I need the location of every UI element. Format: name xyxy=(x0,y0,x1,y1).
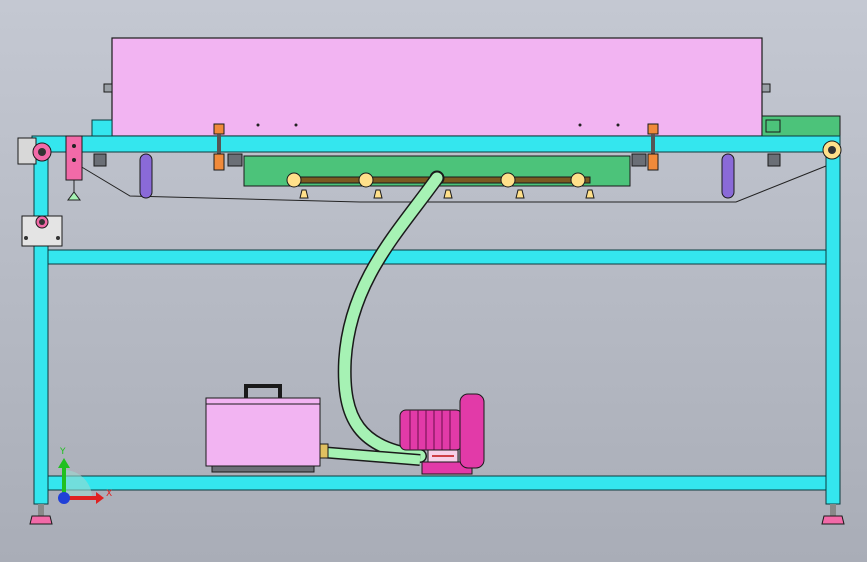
blower-fins xyxy=(409,410,451,450)
frame-right-block xyxy=(767,153,781,167)
right-pulley xyxy=(822,140,842,160)
axis-origin xyxy=(58,492,70,504)
x-axis-label: X xyxy=(106,489,112,499)
middle-rail xyxy=(47,249,827,265)
control-box-base xyxy=(211,465,315,473)
left-slot xyxy=(139,153,153,199)
tank-screw-3 xyxy=(578,123,582,127)
axis-triad-fan xyxy=(64,470,92,498)
top-rail xyxy=(31,135,841,153)
bottom-rail xyxy=(47,475,827,491)
left-side-bracket xyxy=(21,215,63,247)
table-left-block xyxy=(227,153,243,167)
blower-motor-body xyxy=(399,409,463,451)
left-toggle-clamp[interactable] xyxy=(213,123,225,171)
right-slot xyxy=(721,153,735,199)
belt-system xyxy=(65,135,827,203)
right-leg xyxy=(825,151,841,505)
y-axis-label: Y xyxy=(59,447,66,457)
tank-screw-4 xyxy=(616,123,620,127)
tank-screw-1 xyxy=(256,123,260,127)
control-box[interactable] xyxy=(205,384,329,473)
blower-housing xyxy=(459,393,485,469)
right-toggle-clamp[interactable] xyxy=(647,123,659,171)
upper-tank[interactable] xyxy=(91,37,841,137)
left-foot xyxy=(29,504,53,525)
control-box-handle xyxy=(244,384,282,398)
blower-motor[interactable] xyxy=(399,393,485,475)
upper-tank-right-bolt xyxy=(761,83,771,93)
tank-left-mount xyxy=(91,119,113,137)
left-leg xyxy=(33,151,49,505)
left-sensor xyxy=(65,135,83,201)
frame-left-block xyxy=(93,153,107,167)
table-right-block xyxy=(631,153,647,167)
control-box-lid xyxy=(205,397,321,405)
vacuum-hose[interactable] xyxy=(319,171,444,466)
upper-tank-left-bolt xyxy=(103,83,113,93)
left-pulley xyxy=(17,137,52,165)
x-axis-head xyxy=(96,492,104,504)
control-box-body xyxy=(205,397,321,467)
tank-right-plate-inner xyxy=(765,119,781,133)
support-frame[interactable] xyxy=(17,135,845,525)
axis-triad: X Y xyxy=(58,447,112,504)
y-axis-head xyxy=(58,458,70,468)
tank-screw-2 xyxy=(294,123,298,127)
right-foot xyxy=(821,504,845,525)
upper-tank-body xyxy=(111,37,763,137)
control-box-port xyxy=(319,443,329,459)
